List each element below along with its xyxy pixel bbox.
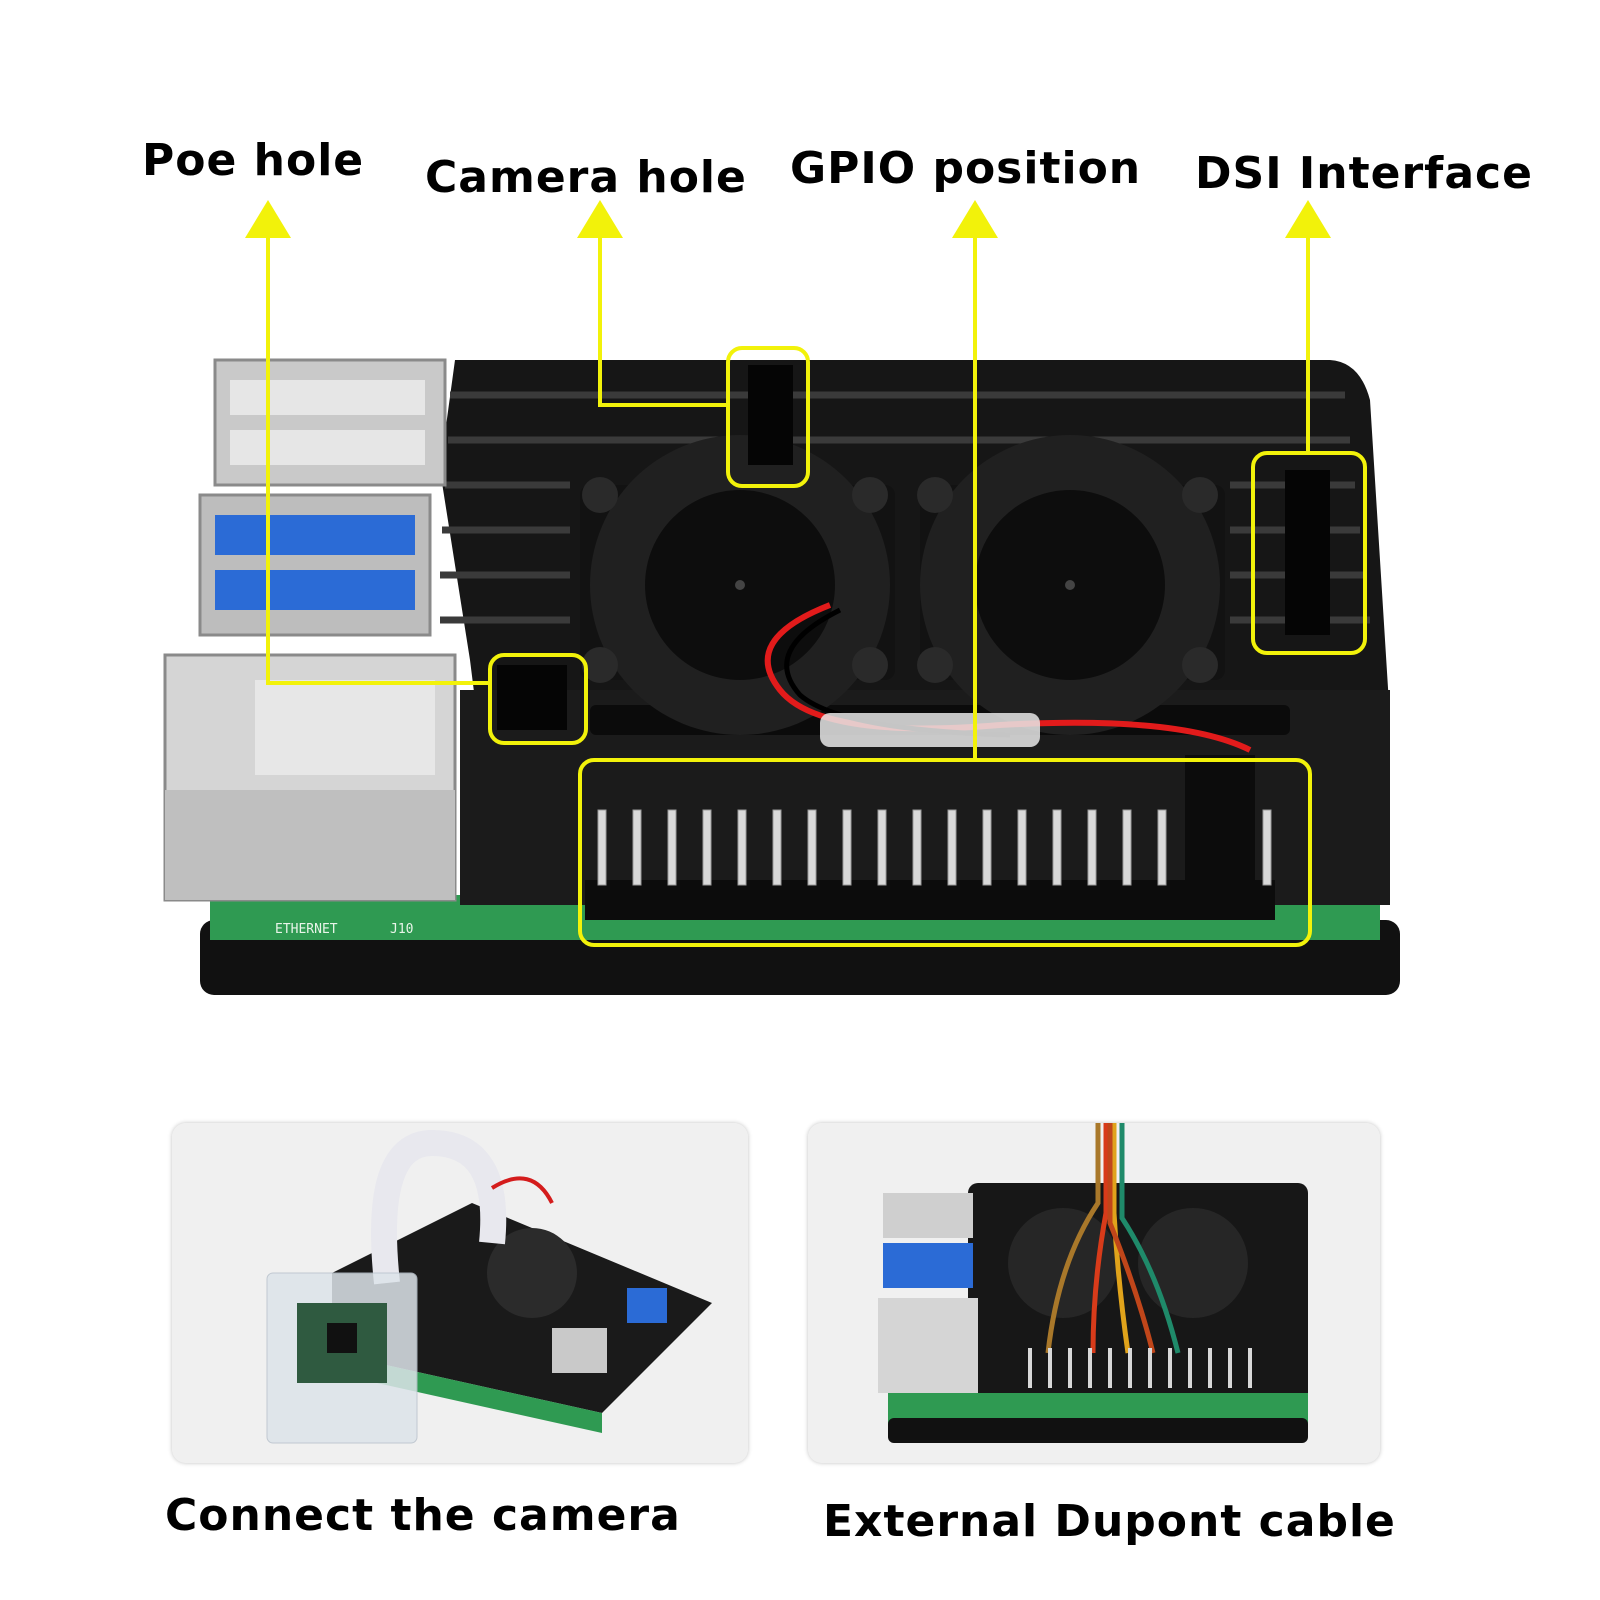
caption-dupont-cable: External Dupont cable [823,1496,1396,1547]
callout-line-camera [598,235,728,407]
camera-slot [748,365,793,465]
callout-boxes [488,346,1367,947]
callout-box-gpio [578,758,1312,947]
mini-fan-2 [1008,1208,1118,1318]
poe-slot [497,665,567,730]
heat-shrink-tube [820,713,1040,747]
arrow-gpio [952,200,998,238]
fan-left [580,435,895,735]
fan-connector [1185,755,1255,905]
product-illustration: ETHERNET J10 [163,200,1400,995]
arrow-poe [245,200,291,238]
fan-right [917,435,1225,735]
dupont-wires [1045,1123,1181,1354]
dupont-photo-art [808,1123,1380,1463]
mini-usb-blue-2 [883,1243,973,1288]
label-camera-hole: Camera hole [425,152,747,203]
usb-ports [198,358,447,637]
photo-connect-camera [172,1123,748,1463]
mini-usb-blue [627,1288,667,1323]
arrow-dsi [1285,200,1331,238]
mini-fan-3 [1138,1208,1248,1318]
mini-gpio-pins [1028,1348,1252,1388]
mini-red-wire [490,1176,554,1204]
ribbon-cable [371,1129,507,1285]
callout-box-poe [488,653,588,745]
caption-connect-camera: Connect the camera [165,1490,681,1541]
ethernet-port [163,653,457,902]
dsi-slot [1285,470,1330,635]
heatsink-ridges [440,391,1370,624]
callout-lines [266,235,1310,760]
camera-photo-art [172,1123,748,1463]
label-poe-hole: Poe hole [142,135,365,186]
photo-dupont-cable [808,1123,1380,1463]
mini-usb-2 [883,1193,973,1238]
callout-arrows [245,200,1331,238]
mini-bottom-2 [888,1418,1308,1443]
mini-fan [487,1228,577,1318]
mini-usb [552,1328,607,1373]
arrow-camera [577,200,623,238]
pcb-ethernet-text: ETHERNET [275,922,338,937]
gpio-header [585,880,1275,920]
label-dsi-interface: DSI Interface [1195,148,1533,199]
label-gpio-position: GPIO position [790,143,1142,194]
mini-eth-2 [878,1298,978,1393]
callout-box-camera [726,346,810,488]
pcb-j10-text: J10 [390,922,413,937]
gpio-pins [597,809,1272,886]
camera-lens [327,1323,357,1353]
callout-line-poe [266,235,490,685]
